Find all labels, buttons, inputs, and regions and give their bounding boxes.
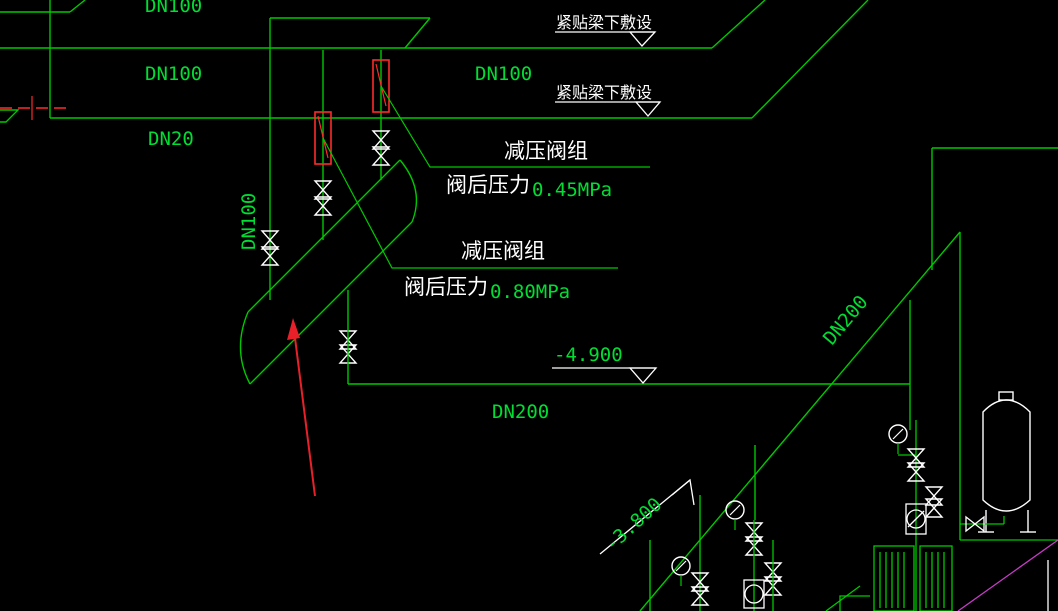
header-cylinder <box>239 159 418 385</box>
pressure-gauge-icon <box>888 424 908 455</box>
pump-icon <box>919 545 953 611</box>
valve-group-title: 减压阀组 <box>504 139 588 163</box>
elevation-label: -4.900 <box>554 344 623 366</box>
pipe-size-label: DN100 <box>145 0 202 17</box>
gate-valve-icon <box>925 498 943 518</box>
elevation-label: -3.800 <box>601 493 667 555</box>
elevation-marker-icon <box>599 478 695 555</box>
pump-station <box>671 420 953 611</box>
red-arrow-icon <box>287 318 316 497</box>
pipe-size-label: DN200 <box>819 291 873 349</box>
pipe-size-label: DN100 <box>475 63 532 85</box>
top-pipe-network <box>0 0 869 300</box>
tank-connection <box>960 516 1058 541</box>
pipe-size-label: DN20 <box>148 128 194 150</box>
pipe-size-label: DN200 <box>492 401 549 423</box>
valve-group-leaders <box>322 85 650 269</box>
magenta-line <box>957 539 1058 611</box>
pressure-value: 0.80MPa <box>490 281 570 303</box>
pressure-gauge-icon <box>671 556 691 587</box>
note-leader-1 <box>555 31 657 47</box>
pipe-size-label: DN100 <box>145 63 202 85</box>
pressure-label: 阀后压力 <box>404 275 488 299</box>
lay-under-beam-note: 紧贴梁下敷设 <box>556 13 652 32</box>
elevation-marker-icon <box>552 367 658 384</box>
dn200-pipe-network <box>348 147 1058 611</box>
valve-group-title: 减压阀组 <box>461 239 545 263</box>
pressure-tank-icon <box>978 391 1036 533</box>
pressure-label: 阀后压力 <box>446 173 530 197</box>
lay-under-beam-note: 紧贴梁下敷设 <box>556 83 652 102</box>
pressure-value: 0.45MPa <box>532 179 612 201</box>
note-leader-2 <box>555 101 662 117</box>
pump-icon <box>873 545 915 611</box>
pipe-size-label: DN100 <box>238 193 260 250</box>
